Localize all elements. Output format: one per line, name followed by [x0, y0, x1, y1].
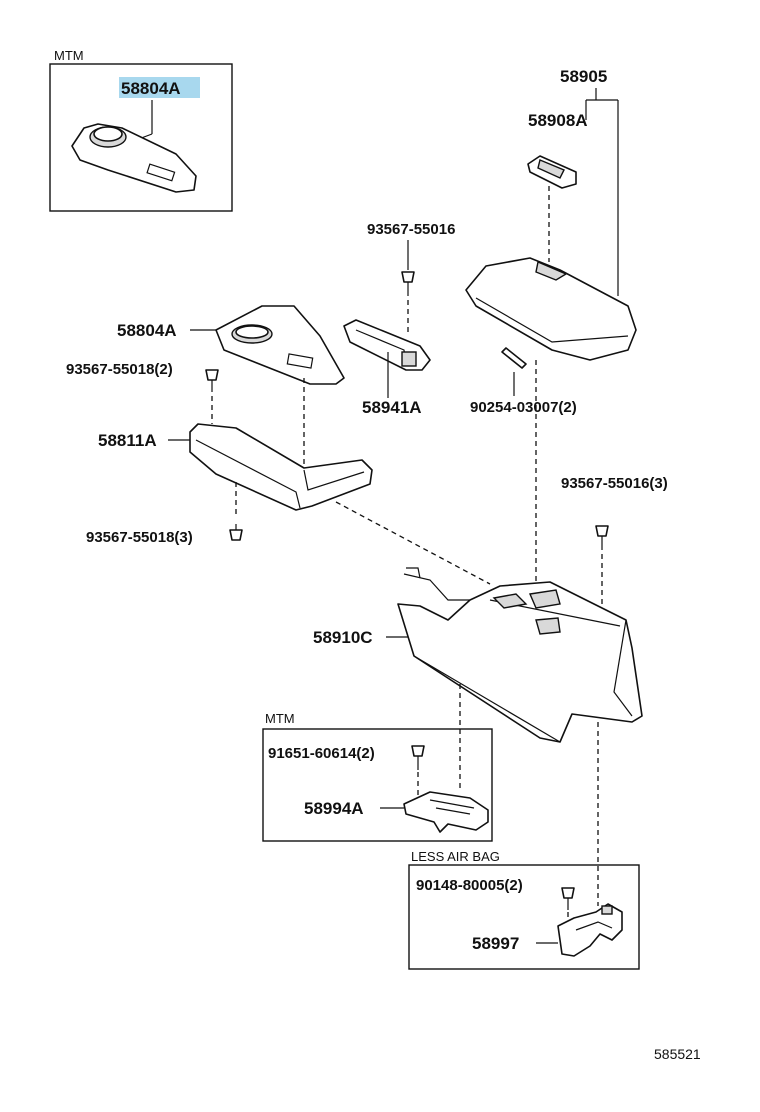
diagram-code: 585521	[654, 1046, 701, 1062]
part-label-58997[interactable]: 58997	[472, 934, 519, 953]
mtm-group-box-bottom	[262, 728, 493, 842]
lock-knob-illustration	[527, 155, 577, 189]
screw-icon	[205, 369, 219, 392]
label-highlight	[119, 77, 200, 98]
mtm-caption-bottom: MTM	[265, 711, 295, 726]
screw-icon	[561, 887, 575, 910]
part-label-91651-60614[interactable]: 91651-60614(2)	[268, 745, 375, 762]
part-label-58994a[interactable]: 58994A	[304, 799, 364, 818]
clip-bracket-illustration	[343, 319, 431, 371]
part-label-93567-55016-a[interactable]: 93567-55016	[367, 221, 455, 238]
screw-icon	[229, 524, 243, 541]
cup-holder-plate-illustration	[215, 305, 345, 385]
part-label-58804a[interactable]: 58804A	[117, 321, 177, 340]
part-label-58811a[interactable]: 58811A	[98, 431, 157, 450]
console-panel-illustration	[189, 423, 373, 511]
bracket-illustration-58994a	[403, 791, 489, 833]
armrest-lid-illustration	[465, 257, 637, 361]
part-label-93567-55018-b[interactable]: 93567-55018(3)	[86, 529, 193, 546]
part-label-58910c[interactable]: 58910C	[313, 628, 373, 647]
cup-holder-plate-illustration-top	[71, 123, 197, 193]
less-air-bag-group-box	[408, 864, 640, 970]
part-label-58804a-top[interactable]: 58804A	[121, 79, 181, 98]
part-label-58905[interactable]: 58905	[560, 67, 607, 86]
part-label-58941a[interactable]: 58941A	[362, 398, 422, 417]
mtm-group-box-top	[49, 63, 233, 212]
screw-icon	[401, 271, 415, 296]
pin-illustration	[501, 347, 527, 369]
less-air-bag-caption: LESS AIR BAG	[411, 849, 500, 864]
part-label-90254-03007[interactable]: 90254-03007(2)	[470, 399, 577, 416]
console-box-illustration	[397, 567, 643, 743]
mtm-caption-top: MTM	[54, 48, 84, 63]
bracket-illustration-58997	[557, 903, 623, 957]
screw-icon	[595, 525, 609, 550]
part-label-90148-80005[interactable]: 90148-80005(2)	[416, 877, 523, 894]
screw-icon	[411, 745, 425, 770]
part-label-93567-55018-a[interactable]: 93567-55018(2)	[66, 361, 173, 378]
part-label-93567-55016-b[interactable]: 93567-55016(3)	[561, 475, 668, 492]
part-label-58908a[interactable]: 58908A	[528, 111, 588, 130]
